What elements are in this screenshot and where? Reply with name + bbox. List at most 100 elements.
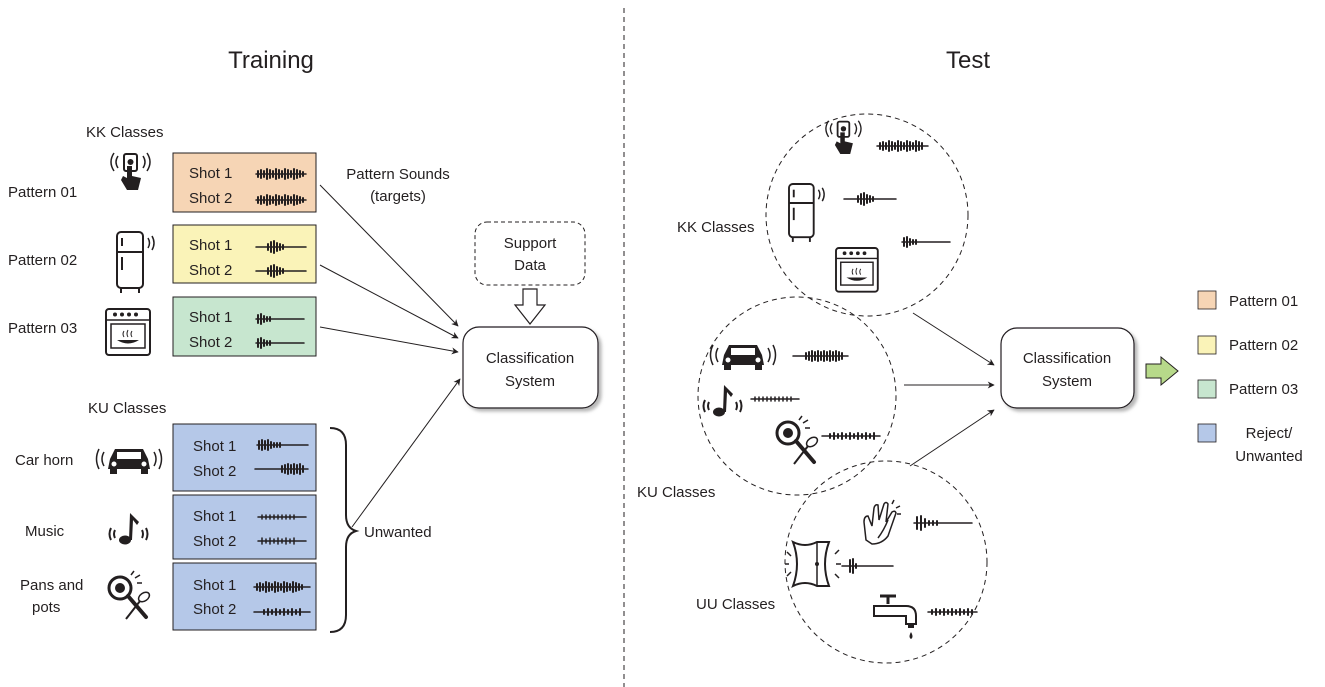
pans-and-pots-waveform-2 — [253, 608, 311, 616]
arrow-pattern-02 — [319, 264, 459, 339]
pattern-03-shot1: Shot 1 — [189, 309, 232, 326]
test-fridge-icon — [788, 183, 825, 242]
pattern-01-box — [172, 152, 317, 213]
pans-and-pots-icon — [107, 570, 151, 620]
legend-swatch-pattern-03 — [1197, 379, 1217, 399]
test-ku-label: KU Classes — [637, 484, 715, 501]
legend-swatch-pattern-02 — [1197, 335, 1217, 355]
training-system-line2: System — [505, 373, 555, 390]
pattern-02-waveform-1 — [255, 240, 307, 254]
legend-label-pattern-01: Pattern 01 — [1229, 293, 1298, 310]
test-pans-and-pots-icon — [775, 415, 819, 465]
pattern-02-waveform-2 — [255, 264, 307, 278]
breaking-glass-icon — [785, 539, 841, 589]
car-horn-waveform-1 — [256, 439, 309, 451]
pattern-03-waveform-1 — [255, 313, 305, 325]
music-waveform-1 — [257, 514, 307, 520]
pans-and-pots-shot1: Shot 1 — [193, 577, 236, 594]
pattern-02-label: Pattern 02 — [8, 252, 77, 269]
pattern-02-box — [172, 224, 317, 284]
music-waveform-2 — [257, 537, 307, 545]
support-data-box — [474, 221, 586, 286]
test-title: Test — [946, 47, 990, 74]
arrow-unwanted — [351, 378, 461, 528]
pattern-01-row: Pattern 01 Shot 1 Shot 2 — [8, 152, 317, 213]
test-oven-waveform — [901, 236, 951, 248]
car-horn-shot2: Shot 2 — [193, 463, 236, 480]
pattern-03-shot2: Shot 2 — [189, 334, 232, 351]
test-kk-circle — [765, 113, 969, 317]
doorbell-icon — [110, 152, 151, 190]
test-oven-icon — [835, 247, 879, 293]
car-horn-box — [172, 423, 317, 492]
music-label: Music — [25, 523, 65, 540]
training-classification-system — [462, 326, 599, 409]
pattern-01-waveform-2 — [255, 194, 307, 206]
pattern-sounds-label-line1: Pattern Sounds — [346, 166, 449, 183]
oven-icon — [105, 308, 151, 356]
test-fridge-waveform — [843, 192, 897, 206]
car-horn-shot1: Shot 1 — [193, 438, 236, 455]
ku-classes-label: KU Classes — [88, 400, 166, 417]
arrow-pattern-01 — [319, 184, 459, 327]
legend-label-reject-line1: Reject/ — [1246, 425, 1294, 442]
support-data-line2: Data — [514, 257, 546, 274]
pattern-02-shot1: Shot 1 — [189, 237, 232, 254]
test-doorbell-waveform — [876, 140, 929, 152]
pattern-01-shot2: Shot 2 — [189, 190, 232, 207]
car-horn-label: Car horn — [15, 452, 73, 469]
test-system-line2: System — [1042, 373, 1092, 390]
pans-and-pots-row: Pans and pots Shot 1 Shot 2 — [20, 562, 317, 631]
pattern-01-waveform-1 — [255, 168, 307, 180]
test-music-waveform — [750, 396, 800, 402]
test-ku-circle — [697, 296, 897, 496]
pattern-03-label: Pattern 03 — [8, 320, 77, 337]
test-music-icon — [702, 385, 743, 417]
pattern-02-shot2: Shot 2 — [189, 262, 232, 279]
test-clapping-waveform — [913, 515, 973, 531]
test-classification-system — [1000, 327, 1135, 409]
pattern-sounds-label-line2: (targets) — [370, 188, 426, 205]
test-car-horn-waveform — [792, 350, 849, 362]
pattern-03-waveform-2 — [255, 337, 305, 349]
pattern-03-row: Pattern 03 Shot 1 Shot 2 — [8, 296, 317, 357]
legend-label-pattern-03: Pattern 03 — [1229, 381, 1298, 398]
unwanted-label: Unwanted — [364, 524, 432, 541]
legend-swatch-reject — [1197, 423, 1217, 443]
training-title: Training — [228, 47, 314, 74]
pans-and-pots-waveform-1 — [253, 581, 311, 593]
legend-label-reject-line2: Unwanted — [1235, 448, 1303, 465]
test-system-line1: Classification — [1023, 350, 1111, 367]
output-arrow — [1145, 355, 1179, 387]
water-tap-icon — [873, 594, 917, 639]
test-car-horn-icon — [709, 344, 777, 370]
pans-and-pots-label-line1: Pans and — [20, 577, 83, 594]
pans-and-pots-shot2: Shot 2 — [193, 601, 236, 618]
legend: Pattern 01 Pattern 02 Pattern 03 Reject/… — [1197, 290, 1303, 465]
music-shot1: Shot 1 — [193, 508, 236, 525]
legend-label-pattern-02: Pattern 02 — [1229, 337, 1298, 354]
car-horn-icon — [95, 448, 163, 474]
test-pans-and-pots-waveform — [821, 432, 881, 440]
support-data-line1: Support — [504, 235, 557, 252]
kk-classes-label: KK Classes — [86, 124, 164, 141]
unwanted-brace — [329, 427, 360, 633]
arrow-test-uu — [909, 409, 995, 467]
music-row: Music Shot 1 Shot 2 — [25, 494, 317, 560]
pans-and-pots-box — [172, 562, 317, 631]
test-doorbell-icon — [825, 120, 862, 154]
legend-swatch-pattern-01 — [1197, 290, 1217, 310]
arrow-test-kk — [912, 312, 995, 366]
pattern-01-label: Pattern 01 — [8, 184, 77, 201]
test-uu-circle — [784, 460, 988, 664]
test-tap-waveform — [927, 608, 978, 616]
test-glass-waveform — [841, 558, 894, 574]
fridge-icon — [116, 231, 155, 293]
car-horn-waveform-2 — [254, 463, 309, 475]
pans-and-pots-label-line2: pots — [32, 599, 60, 616]
car-horn-row: Car horn Shot 1 Shot 2 — [15, 423, 317, 492]
test-uu-label: UU Classes — [696, 596, 775, 613]
clapping-hands-icon — [863, 499, 901, 545]
test-kk-label: KK Classes — [677, 219, 755, 236]
